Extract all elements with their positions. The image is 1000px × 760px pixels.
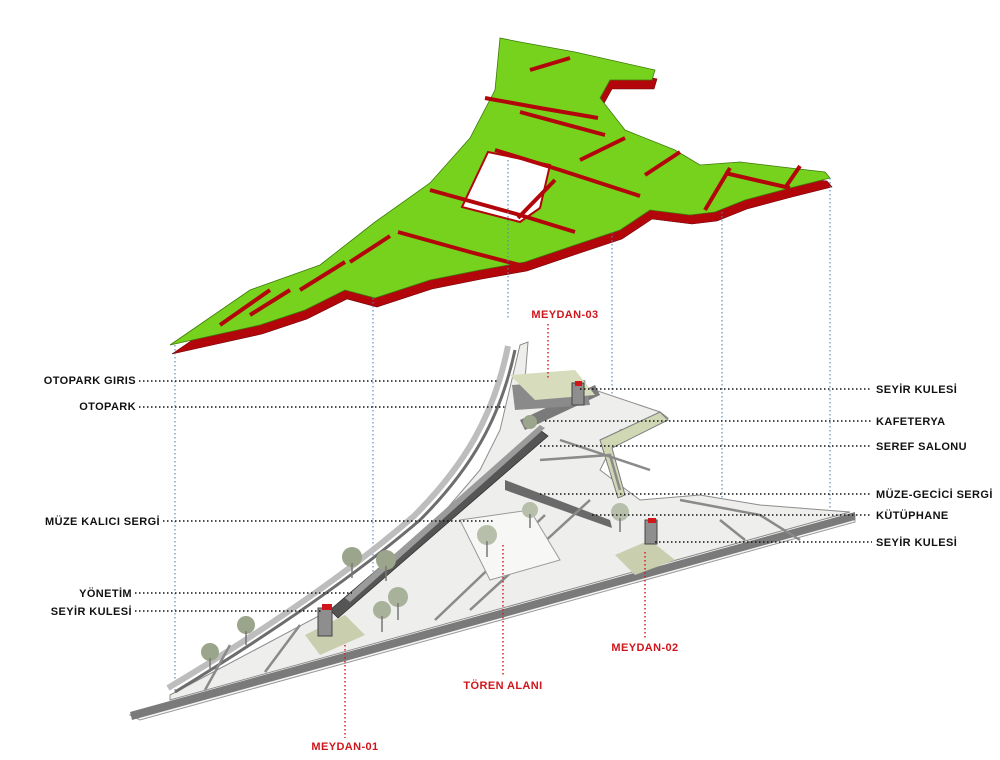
labels-right: SEYİR KULESİ KAFETERYA SEREF SALONU MÜZE… <box>540 383 993 549</box>
label-seyir-kulesi-right: SEYİR KULESİ <box>876 536 957 549</box>
site-curved-edge <box>174 349 517 694</box>
tower-left <box>317 604 333 637</box>
exhibition-block <box>505 480 612 528</box>
site-plan-layer <box>128 341 856 721</box>
label-yonetim: YÖNETİM <box>79 587 132 600</box>
tower-right <box>644 518 658 545</box>
label-seyir-kulesi-top: SEYİR KULESİ <box>876 383 957 396</box>
label-kutuphane: KÜTÜPHANE <box>876 509 949 522</box>
site-edge-road <box>130 512 855 720</box>
label-otopark: OTOPARK <box>79 401 136 413</box>
roof-division-lines <box>218 56 802 327</box>
meydan-01-pad <box>305 615 365 655</box>
label-seref-salonu: SEREF SALONU <box>876 441 967 453</box>
label-muze-kalici-sergi: MÜZE KALICI SERGİ <box>45 515 160 528</box>
label-meydan-02: MEYDAN-02 <box>611 642 678 654</box>
label-seyir-kulesi-left: SEYİR KULESİ <box>51 605 132 618</box>
label-kafeterya: KAFETERYA <box>876 416 945 428</box>
label-otopark-giris: OTOPARK GIRIS <box>44 375 136 387</box>
trees <box>201 415 629 672</box>
label-muze-gecici-sergi: MÜZE-GECİCİ SERGİ <box>876 488 993 501</box>
label-toren-alani: TÖREN ALANI <box>463 679 542 692</box>
labels-red: MEYDAN-03 MEYDAN-02 MEYDAN-01 TÖREN ALAN… <box>311 309 678 753</box>
green-roof-layer <box>169 37 833 355</box>
label-meydan-01: MEYDAN-01 <box>311 741 378 753</box>
tower-top <box>571 381 585 406</box>
labels-left: OTOPARK GIRIS OTOPARK MÜZE KALICI SERGİ … <box>44 375 505 618</box>
label-meydan-03: MEYDAN-03 <box>531 309 598 321</box>
